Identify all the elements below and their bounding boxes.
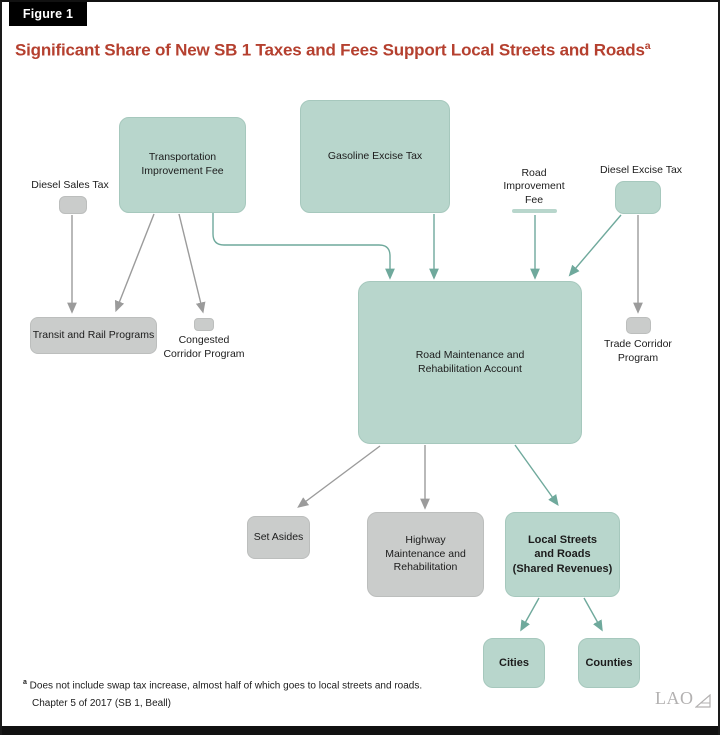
node-label-road-improvement-fee: Road Improvement Fee	[503, 166, 565, 206]
node-local-streets-and-roads: Local Streets and Roads (Shared Revenues…	[505, 512, 620, 597]
node-trade-corridor-box	[626, 317, 651, 334]
footnote-marker: a	[23, 679, 27, 686]
arrow-diesel-excise-to-rmra	[568, 214, 622, 277]
arrow-lsr-to-counties	[583, 597, 603, 632]
arrow-rmra-to-setasides	[297, 445, 381, 508]
node-counties: Counties	[578, 638, 640, 688]
page-title: Significant Share of New SB 1 Taxes and …	[15, 40, 715, 61]
node-road-improvement-fee-bar	[512, 209, 557, 213]
node-transportation-improvement-fee: Transportation Improvement Fee	[119, 117, 246, 213]
node-label-diesel-excise-tax: Diesel Excise Tax	[599, 164, 683, 177]
node-label-trade-corridor: Trade Corridor Program	[604, 338, 672, 364]
title-footnote-marker: a	[644, 40, 651, 52]
arrow-lsr-to-cities	[520, 597, 540, 632]
figure-number-text: Figure 1	[22, 7, 74, 21]
node-diesel-excise-tax-box	[615, 181, 661, 214]
node-label-congested-corridor: Congested Corridor Program	[163, 334, 245, 360]
figure-number-badge: Figure 1	[9, 2, 87, 26]
node-diesel-sales-tax-box	[59, 196, 87, 214]
node-set-asides: Set Asides	[247, 516, 310, 559]
node-congested-corridor-box	[194, 318, 214, 331]
title-text: Significant Share of New SB 1 Taxes and …	[15, 40, 645, 60]
arrow-tif-to-rmra	[212, 213, 395, 280]
node-highway-maintenance-rehabilitation: Highway Maintenance and Rehabilitation	[367, 512, 484, 597]
node-gasoline-excise-tax: Gasoline Excise Tax	[300, 100, 450, 213]
source-citation: Chapter 5 of 2017 (SB 1, Beall)	[32, 698, 171, 709]
lao-logo-text: LAO	[655, 688, 694, 708]
lao-logo-triangle-icon	[694, 694, 711, 708]
node-road-maintenance-rehabilitation-account: Road Maintenance and Rehabilitation Acco…	[358, 281, 582, 444]
figure-bottom-rule	[2, 726, 718, 735]
arrow-tif-to-transit	[114, 213, 155, 313]
node-label-diesel-sales-tax: Diesel Sales Tax	[31, 179, 109, 192]
footnote-text: Does not include swap tax increase, almo…	[26, 680, 423, 692]
arrow-tif-to-congested	[178, 213, 206, 314]
node-transit-and-rail-programs: Transit and Rail Programs	[30, 317, 157, 354]
footnote: a Does not include swap tax increase, al…	[23, 679, 543, 691]
lao-logo: LAO	[655, 688, 711, 709]
node-cities: Cities	[483, 638, 545, 688]
arrow-rmra-to-lsr	[514, 444, 559, 506]
